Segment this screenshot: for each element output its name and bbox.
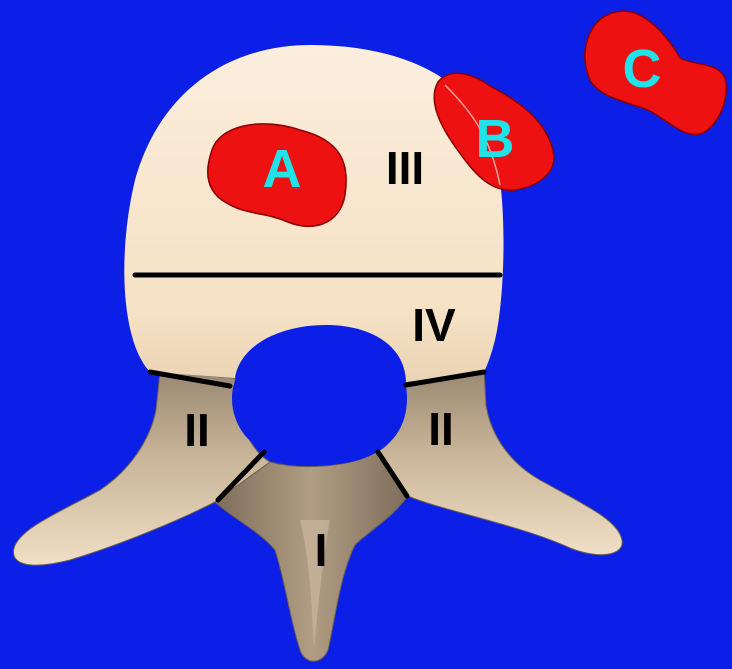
lesion-label-a: A — [263, 139, 302, 199]
zone-label-iv: IV — [412, 299, 456, 351]
lesion-label-c: C — [623, 39, 662, 99]
zone-label-ii-right: II — [428, 403, 454, 455]
spinal-canal — [232, 333, 407, 465]
zone-label-iii: III — [386, 142, 424, 194]
zone-label-ii-left: II — [184, 404, 210, 456]
zone-label-i: I — [315, 524, 328, 576]
lesion-label-b: B — [476, 109, 515, 169]
